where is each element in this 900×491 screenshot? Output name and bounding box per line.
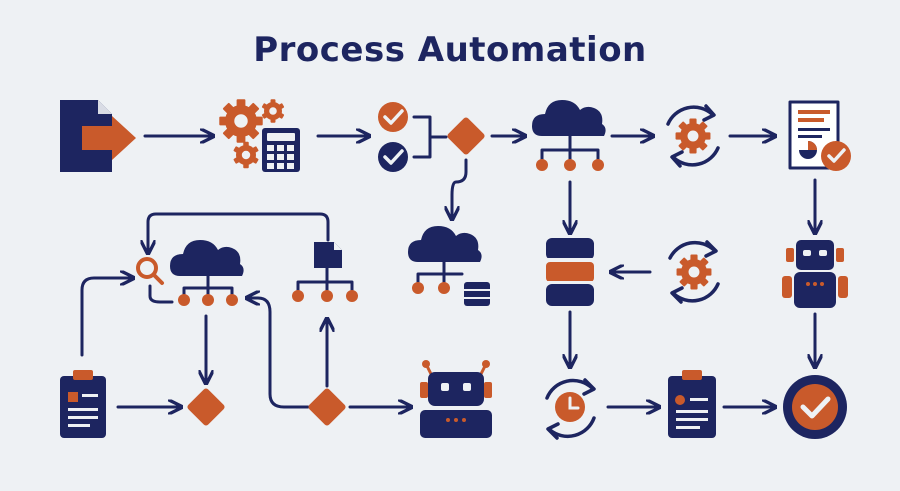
checklist-bracket	[412, 115, 448, 159]
cloud-network-icon	[532, 100, 606, 171]
decision-diamond-icon	[447, 117, 485, 155]
cloud-network-icon	[170, 240, 244, 306]
database-icon	[546, 238, 594, 306]
arrow-diamond-to-cloud-storage	[452, 158, 468, 218]
arrow-clipboard-to-search	[80, 278, 132, 357]
gear-icon	[675, 118, 711, 154]
clipboard-icon	[60, 370, 106, 438]
diagram-title: Process Automation	[253, 30, 647, 70]
arrow-diamond-loop-to-network	[248, 298, 310, 409]
gear-large-icon	[219, 99, 263, 143]
arrow-file-to-search-loop	[148, 212, 330, 252]
robot-icon	[782, 240, 848, 308]
decision-diamond-icon	[308, 388, 346, 426]
search-bracket	[148, 284, 174, 304]
check-circle-icon	[783, 375, 847, 439]
cloud-storage-icon	[408, 226, 490, 306]
gears-calculator-icon	[219, 99, 300, 172]
document-export-icon	[60, 100, 136, 172]
connectors	[80, 115, 815, 409]
decision-diamond-icon	[187, 388, 225, 426]
gear-cycle-icon	[666, 104, 720, 168]
robot-icon	[420, 360, 492, 438]
clock-cycle-icon	[545, 378, 596, 440]
file-network-icon	[292, 242, 358, 302]
mini-database-icon	[464, 282, 490, 306]
gear-bottom-icon	[233, 141, 259, 169]
search-icon	[136, 257, 164, 285]
checklist-branch-icon	[378, 102, 408, 172]
calculator-keys	[267, 145, 294, 169]
report-approved-icon	[788, 100, 851, 171]
clipboard-icon	[668, 370, 716, 438]
gear-small-icon	[261, 99, 285, 123]
gear-icon	[676, 254, 712, 290]
gear-cycle-icon	[668, 240, 720, 304]
